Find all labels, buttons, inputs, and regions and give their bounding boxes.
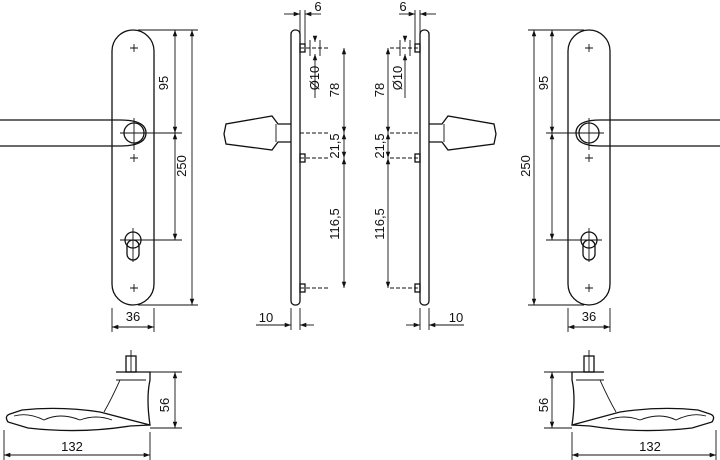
dim-d10-right: Ø10: [390, 66, 405, 91]
dim-78-left: 78: [327, 83, 342, 97]
dim-36-left: 36: [126, 309, 140, 324]
side-plate-right: [419, 29, 430, 306]
dim-95-left: 95: [156, 76, 171, 90]
handle-top-left: [5, 371, 151, 432]
screw-marks-right: [585, 44, 593, 292]
side-view-left: 6 Ø10 78 21,5 116,5 10: [223, 0, 347, 330]
dim-21-5-right: 21,5: [372, 133, 387, 158]
dim-36-right: 36: [582, 309, 596, 324]
dim-d10-left: Ø10: [307, 66, 322, 91]
dim-10-left: 10: [259, 310, 273, 325]
screw-holes-side-right: [414, 43, 421, 293]
backplate-right: [567, 29, 611, 306]
dim-116-5-left: 116,5: [327, 208, 342, 240]
top-view-left: 56 132: [3, 350, 182, 460]
dim-10-right: 10: [449, 310, 463, 325]
dim-132-left: 132: [61, 439, 83, 454]
top-view-right: 56 132: [536, 350, 717, 460]
backplate-left: [111, 29, 155, 306]
side-lever-left: [223, 115, 291, 151]
handle-top-right: [571, 371, 715, 432]
side-lever-right: [429, 115, 497, 151]
dim-56-right: 56: [536, 398, 551, 412]
dim-56-left: 56: [157, 398, 172, 412]
dim-95-right: 95: [536, 76, 551, 90]
dim-6-right: 6: [399, 0, 406, 14]
keyhole-left: [120, 228, 146, 262]
dim-250-left: 250: [174, 155, 189, 177]
dim-132-right: 132: [639, 439, 661, 454]
dim-21-5-left: 21,5: [327, 133, 342, 158]
front-view-left: 95 250 36: [0, 29, 198, 332]
dim-78-right: 78: [372, 83, 387, 97]
side-view-right: 6 Ø10 78 21,5 116,5 10: [372, 0, 497, 330]
dim-6-left: 6: [314, 0, 321, 14]
dim-250-right: 250: [518, 155, 533, 177]
dim-116-5-right: 116,5: [372, 208, 387, 240]
screw-holes-side-left: [299, 43, 306, 293]
front-view-right: 95 250 36: [518, 29, 720, 332]
side-plate-left: [290, 29, 301, 306]
screw-marks-left: [130, 44, 138, 292]
keyhole-right: [576, 228, 602, 262]
